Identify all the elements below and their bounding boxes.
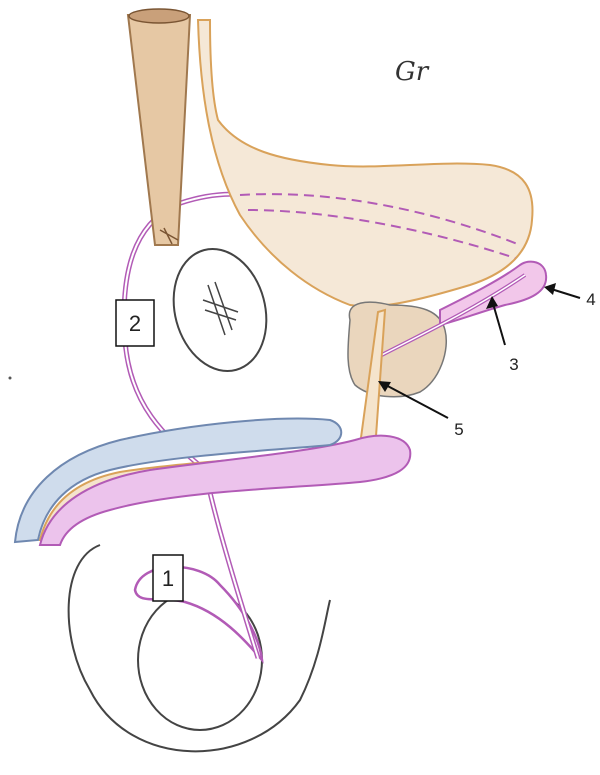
label-3: 3: [509, 355, 518, 374]
label-1: 1: [162, 566, 174, 591]
prostate: [348, 302, 446, 397]
label-5: 5: [454, 420, 463, 439]
corner-note: Gr: [395, 57, 430, 87]
label-2: 2: [129, 311, 141, 336]
stray-dot: [9, 377, 12, 380]
ureter-lumen: [129, 9, 189, 23]
ligated-structure: [160, 238, 279, 381]
bladder: [198, 20, 533, 306]
ureter: [128, 15, 190, 245]
label-4: 4: [586, 290, 595, 309]
